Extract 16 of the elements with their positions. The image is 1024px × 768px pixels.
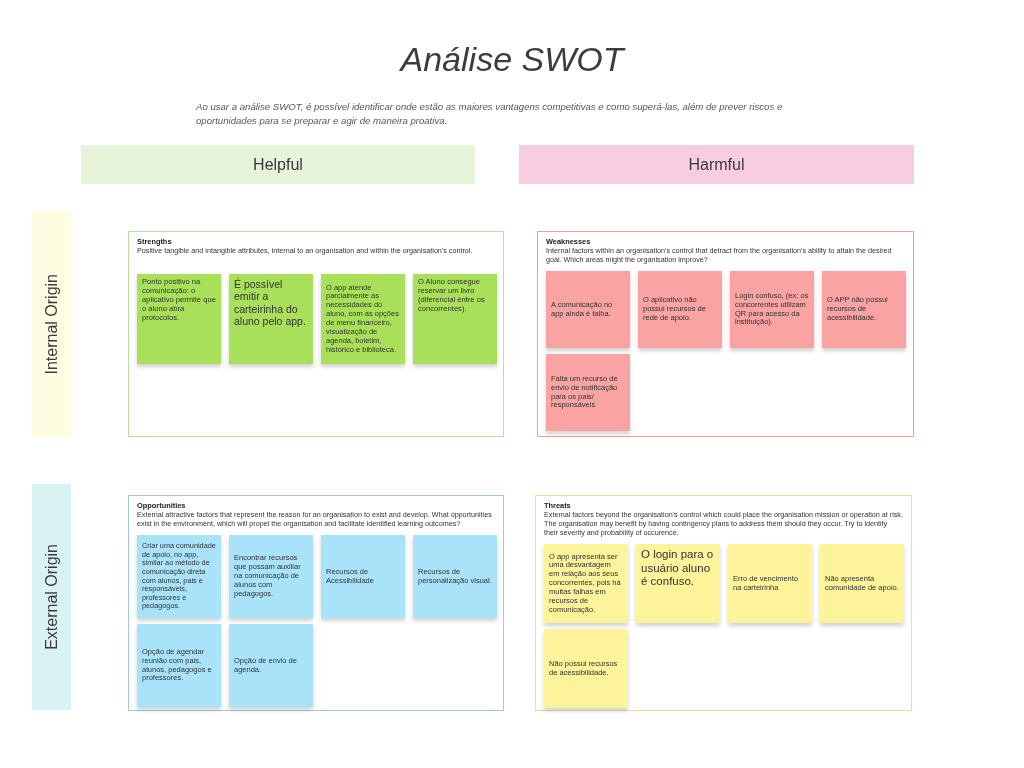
intro-paragraph: Ao usar a análise SWOT, é possível identificar onde estão as maiores vantagens competitivas e como superá-las, além de prever riscos e oportunidades para se preparar e agir de maneira proativa. bbox=[196, 100, 784, 128]
sticky-note: O login para o usuário aluno é confuso. bbox=[636, 544, 720, 623]
quadrant-panel bbox=[128, 495, 504, 711]
header-label: Helpful bbox=[253, 155, 303, 174]
quadrant-panel bbox=[537, 231, 914, 437]
sticky-note: É possível emitir a carteirinha do aluno pelo app. bbox=[229, 274, 313, 364]
row-header-band bbox=[32, 211, 71, 437]
row-header-band bbox=[32, 484, 71, 710]
column-header-band bbox=[519, 145, 914, 184]
column-header-band bbox=[81, 145, 475, 184]
header-label: External Origin bbox=[42, 544, 61, 650]
quadrant-panel bbox=[128, 231, 504, 437]
header-label: Internal Origin bbox=[42, 273, 61, 375]
title: Análise SWOT bbox=[400, 40, 624, 79]
quadrant-panel bbox=[535, 495, 912, 711]
header-label: Harmful bbox=[688, 155, 745, 174]
